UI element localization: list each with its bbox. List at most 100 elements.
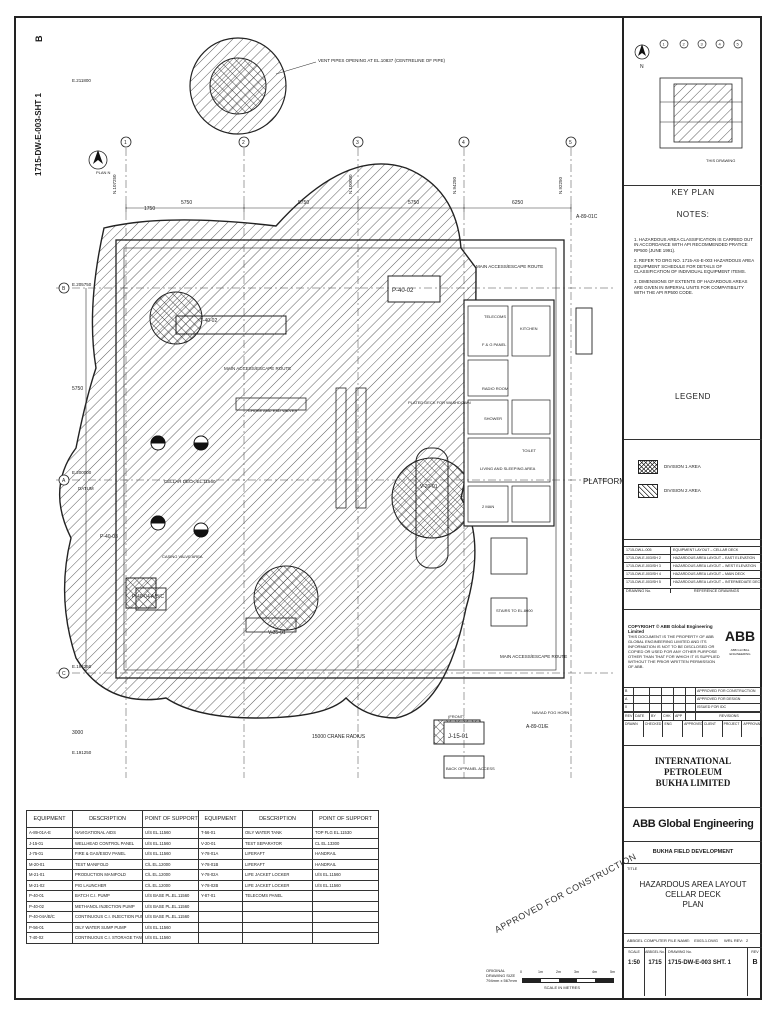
revision-col-header: CHK (662, 713, 674, 720)
table-cell (650, 688, 662, 695)
northing-1: N.107250 (112, 174, 117, 194)
plated-deck-label: PLATED DECK FOR WASHDOWN (408, 400, 471, 405)
table-cell: U/S BASE PL.EL.11560 (142, 890, 199, 902)
table-cell: APPROVED FOR DESIGN (696, 696, 762, 703)
equipment-col-header: EQUIPMENT (26, 810, 73, 828)
table-cell: U/S EL.11560 (142, 932, 199, 944)
equipment-col-header: DESCRIPTION (242, 810, 313, 828)
plan-labels: VENT PIPES OPENING AT EL.10837 (CENTRELI… (62, 58, 622, 771)
a8901c-label: A-89-01C (576, 214, 598, 220)
sheet-id-vertical: 1715-DW-E-003-SHT 1 (34, 93, 43, 176)
rev-cell: REV B (748, 948, 762, 996)
ref-drawing-no: 1715-DW-E-003/SH 5 (624, 579, 671, 586)
t4002-label: T-40-02 (200, 318, 217, 324)
drawing-no-cell: DRAWING No. 1715-DW-E-003 SHT. 1 (666, 948, 748, 996)
northing-2: N.92250 (558, 176, 563, 194)
table-cell: C/L EL.12000 (142, 858, 199, 870)
front-label: (FRONT) (448, 714, 465, 719)
toilet-label: TOILET (522, 448, 536, 453)
grid-lines (56, 148, 616, 778)
table-cell (312, 911, 379, 923)
signature-cell: PROJECT (723, 721, 743, 737)
a8901-label: A-89-01/E (526, 724, 549, 730)
p4002-label: P-40-02 (392, 288, 414, 294)
table-cell (674, 696, 686, 703)
table-cell (312, 900, 379, 912)
table-cell: WELLHEAD CONTROL PANEL (72, 837, 143, 849)
dimension-line (85, 61, 572, 673)
table-cell (662, 704, 674, 711)
dim-5: 5750 (72, 386, 83, 392)
revision-col-header: REVISIONS (696, 713, 762, 720)
client-line-3: BUKHA LIMITED (655, 778, 731, 788)
table-cell: TEST SEPARATOR (242, 837, 313, 849)
signature-cell: DRAWN (624, 721, 644, 737)
dim-2: 5750 (298, 200, 309, 206)
sheet-value: SHT. 1 (712, 960, 731, 966)
table-cell: U/S BASE PL.EL.11560 (142, 911, 199, 923)
project-name: BUKHA FIELD DEVELOPMENT (652, 849, 734, 855)
fg-panel-label: F & G PANEL (482, 342, 507, 347)
file-value: E003-1.DWG (694, 938, 718, 943)
grid-4: 4 (462, 140, 465, 146)
client-line-1: INTERNATIONAL (654, 756, 732, 766)
revision-col-header (686, 713, 696, 720)
table-cell: U/S EL.11560 (142, 837, 199, 849)
client-line-2: PETROLEUM (663, 767, 722, 777)
northing-3: N.100000 (348, 174, 353, 194)
scale-label: SCALE (628, 950, 640, 954)
kitchen-label: KITCHEN (520, 326, 538, 331)
table-cell: BATCH C.I. PUMP (72, 890, 143, 902)
scale-tick-label: 0 (520, 970, 522, 974)
key-plan-title: KEY PLAN (671, 188, 715, 197)
table-cell: PIG LAUNCHER (72, 879, 143, 891)
file-row: ABBGEL COMPUTER FILE NAME: E003-1.DWG WR… (624, 934, 762, 948)
equipment-col-header: POINT OF SUPPORT (142, 810, 199, 828)
northing-4: N.94250 (452, 176, 457, 194)
division-1-areas (125, 57, 481, 745)
project-block: BUKHA FIELD DEVELOPMENT (624, 842, 762, 864)
main-access-bottom: MAIN ACCESS/ESCAPE ROUTE (500, 654, 567, 659)
v3501-label: V-35-01 (268, 630, 286, 636)
table-cell: P-40-01 (26, 890, 73, 902)
two-man-label: 2 MAN (482, 504, 494, 509)
revision-col-header: APP (674, 713, 686, 720)
copyright-section: COPYRIGHT © ABB Global Engineering Limit… (624, 618, 762, 688)
vent-label: VENT PIPES OPENING AT EL.10837 (CENTRELI… (318, 58, 446, 63)
p4004-label: P-40-04 A/B/C (132, 594, 164, 600)
revision-col-header: REV (625, 713, 634, 720)
table-cell: LIFERAFT (242, 848, 313, 860)
dim-7: 1750 (144, 206, 155, 212)
platform-outline (115, 239, 593, 779)
wellheads (150, 435, 209, 538)
table-cell (662, 688, 674, 695)
table-cell (686, 688, 696, 695)
key-grid-2: 2 (683, 42, 686, 47)
table-cell: APPROVED FOR CONSTRUCTION (696, 688, 762, 695)
table-cell (312, 921, 379, 933)
company-block: ABB Global Engineering (624, 808, 762, 842)
table-cell: Y-78-02A (198, 869, 243, 881)
ref-header-right: REFERENCE DRAWINGS (693, 589, 740, 593)
table-cell (242, 900, 313, 912)
ref-drawing-title: HAZARDOUS AREA LAYOUT – INTERMEDIATE DEC… (673, 580, 762, 584)
elev-5: E.191250 (72, 750, 92, 755)
legend-div1-label: DIVISION 1 AREA (664, 464, 701, 469)
copyright-title: COPYRIGHT © ABB Global Engineering Limit… (628, 624, 713, 634)
key-plan-north: N (640, 64, 644, 70)
table-cell (634, 704, 650, 711)
table-cell: CL EL.13300 (312, 837, 379, 849)
table-cell: PRODUCTION MANIFOLD (72, 869, 143, 881)
table-cell: TELECOMS PANEL (242, 890, 313, 902)
drawing-no-value: 1715-DW-E-003 (668, 960, 712, 966)
scale-cell: SCALE 1:50 (624, 948, 645, 996)
